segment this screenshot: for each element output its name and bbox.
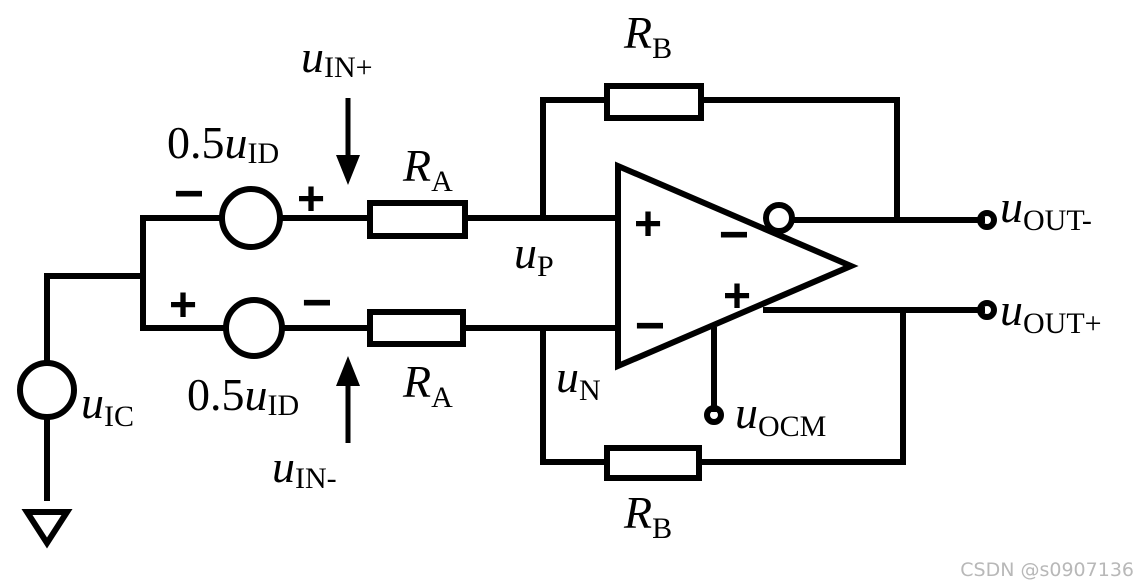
label-source-bottom: 0.5uID xyxy=(187,369,299,422)
watermark: CSDN @s0907136 xyxy=(960,559,1134,581)
label-uic: uIC xyxy=(81,377,134,433)
output-minus-terminal xyxy=(977,210,997,230)
opamp-output-plus-sign: + xyxy=(723,270,751,323)
label-uin-plus: uIN+ xyxy=(301,31,373,84)
common-mode-wire xyxy=(44,273,146,365)
output-plus-terminal xyxy=(977,300,997,320)
voltage-source-bottom-icon xyxy=(223,297,285,359)
label-uout-plus: uOUT+ xyxy=(1000,284,1102,340)
ocm-terminal xyxy=(704,405,724,425)
output-inversion-bubble xyxy=(763,202,795,234)
resistor-ra-bottom xyxy=(367,309,466,347)
top-feedback-wire-left xyxy=(540,97,610,221)
ground-icon xyxy=(21,509,73,549)
label-un: uN xyxy=(556,351,601,407)
label-ra-bottom: RA xyxy=(402,356,453,414)
label-up: uP xyxy=(514,227,554,283)
label-rb-bottom: RB xyxy=(623,487,672,545)
bottom-feedback-wire-right xyxy=(696,307,906,465)
label-ra-top: RA xyxy=(402,140,453,198)
top-feedback-wire-right xyxy=(698,97,900,221)
label-source-top: 0.5uID xyxy=(167,117,279,170)
wires xyxy=(44,97,985,501)
bottom-feedback-wire-left xyxy=(540,325,610,465)
source-bottom-minus-sign: − xyxy=(302,274,332,332)
common-mode-source-icon xyxy=(17,360,77,420)
opamp-noninverting-input-sign: + xyxy=(634,198,662,251)
voltage-source-top-icon xyxy=(219,186,283,250)
input-minus-arrow-icon xyxy=(336,356,360,443)
resistor-rb-top xyxy=(604,83,704,121)
source-bottom-plus-sign: + xyxy=(169,279,197,332)
input-plus-arrow-icon xyxy=(336,98,360,185)
resistor-ra-top xyxy=(367,200,468,239)
label-uin-minus: uIN- xyxy=(272,441,337,495)
opamp-triangle xyxy=(615,161,859,371)
resistor-rb-bottom xyxy=(604,445,702,481)
source-top-minus-sign: − xyxy=(174,165,204,223)
opamp-inverting-input-sign: − xyxy=(635,297,665,355)
opamp-output-minus-sign: − xyxy=(719,206,749,264)
label-uocm: uOCM xyxy=(735,387,826,443)
label-rb-top: RB xyxy=(623,7,672,65)
source-top-plus-sign: + xyxy=(297,173,325,226)
label-uout-minus: uOUT- xyxy=(1000,181,1092,237)
